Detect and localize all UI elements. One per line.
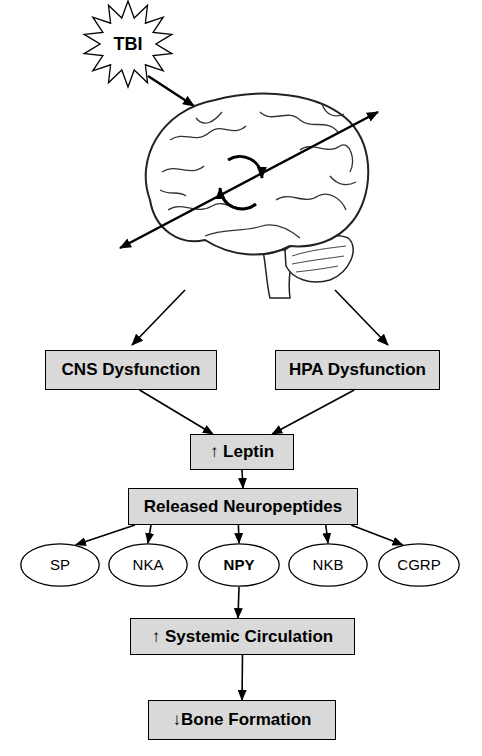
brain-arrow: [132, 290, 185, 345]
node-label: CNS Dysfunction: [62, 360, 201, 380]
ellipse-shape: [289, 544, 367, 586]
ellipse-shape: [379, 544, 459, 586]
force-arrow: [120, 112, 378, 248]
brain-arrow: [335, 290, 388, 345]
ellipse-node: NPY: [198, 543, 280, 587]
ellipse-shape: [21, 544, 99, 586]
ellipse-shape: [109, 544, 187, 586]
node-label: ↓Bone Formation: [173, 710, 312, 730]
node-label: CGRP: [397, 556, 440, 573]
process-box: ↓Bone Formation: [148, 700, 336, 740]
node-label: HPA Dysfunction: [289, 360, 426, 380]
starburst-shape: [84, 1, 172, 87]
node-label: TBI: [114, 34, 143, 55]
ellipse-node: NKA: [108, 543, 188, 587]
flow-arrow: [140, 390, 213, 434]
ellipse-node: CGRP: [378, 543, 460, 587]
flow-arrow: [76, 525, 135, 545]
node-label: ↑ Systemic Circulation: [152, 627, 333, 647]
node-label: NPY: [224, 556, 255, 573]
flow-arrow: [272, 390, 354, 434]
node-label: ↑ Leptin: [210, 442, 274, 462]
ellipse-node: NKB: [288, 543, 368, 587]
node-label: NKB: [313, 556, 344, 573]
cerebrum: [146, 94, 369, 255]
flow-arrow: [241, 655, 243, 700]
process-box: ↑ Leptin: [190, 434, 294, 470]
process-box: HPA Dysfunction: [275, 350, 440, 390]
ellipse-shape: [199, 544, 279, 586]
node-label: NKA: [133, 556, 164, 573]
impact-arrow: [148, 76, 194, 106]
flow-arrow: [326, 525, 328, 543]
flow-arrow: [238, 525, 240, 543]
flow-arrow: [238, 587, 239, 618]
flow-arrow: [351, 525, 403, 545]
process-box: ↑ Systemic Circulation: [130, 618, 355, 655]
ellipse-node: SP: [20, 543, 100, 587]
process-box: Released Neuropeptides: [128, 488, 358, 525]
starburst-node: TBI: [82, 0, 174, 88]
flow-arrow: [148, 525, 151, 543]
flow-arrow: [242, 470, 243, 488]
node-label: SP: [50, 556, 70, 573]
cerebellum-folds: [292, 246, 346, 272]
process-box: CNS Dysfunction: [45, 350, 217, 390]
brain-gyri: [160, 104, 356, 238]
node-label: Released Neuropeptides: [144, 497, 342, 517]
